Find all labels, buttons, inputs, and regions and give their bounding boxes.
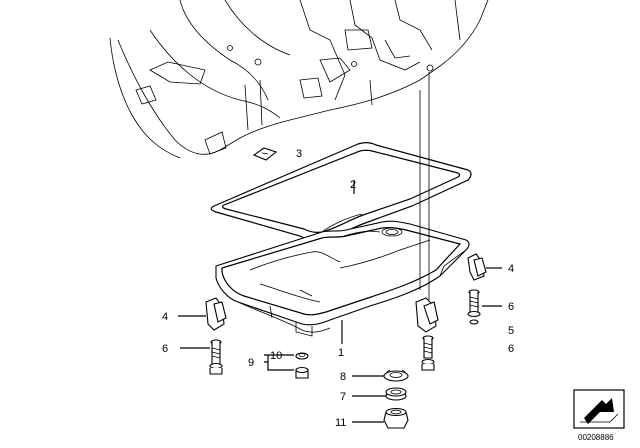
orientation-box [573,389,625,429]
callout-6-right: 6 [508,301,514,313]
alignment-lines [419,72,430,300]
callout-7: 7 [340,391,346,403]
oil-pan-part-1 [215,220,470,337]
bracket-center [415,297,439,333]
bracket-part-4-left [205,297,227,331]
callout-10: 10 [270,350,282,362]
gasket-part-2 [210,142,472,242]
transmission-housing [109,0,489,159]
callout-4-right: 4 [508,263,514,275]
document-id: 00208886 [578,433,614,442]
callout-8: 8 [340,371,346,383]
callout-6-right-lower: 6 [508,343,514,355]
clip-part-3 [252,147,278,161]
gasket-ring-part-7 [385,387,407,401]
bracket-part-4-right [467,253,487,281]
callout-9: 9 [248,357,254,369]
bolt-center [421,335,435,371]
clamp-part-8 [383,369,409,382]
callout-4-left: 4 [162,311,168,323]
drain-plug-part-11 [383,407,409,429]
callout-3: 3 [296,148,302,160]
nut-part-9 [295,366,309,379]
callout-11: 11 [335,417,346,429]
bolt-part-6-right [467,289,481,325]
bolt-part-6-left [209,339,223,375]
leader-lines [178,180,502,423]
callout-5: 5 [508,325,514,337]
callout-2: 2 [350,179,356,191]
callout-1: 1 [338,347,344,359]
callout-labels: 3 2 1 4 4 6 6 5 6 9 10 8 7 11 [162,148,514,429]
callout-6-left: 6 [162,343,168,355]
washer-part-10 [295,352,309,360]
